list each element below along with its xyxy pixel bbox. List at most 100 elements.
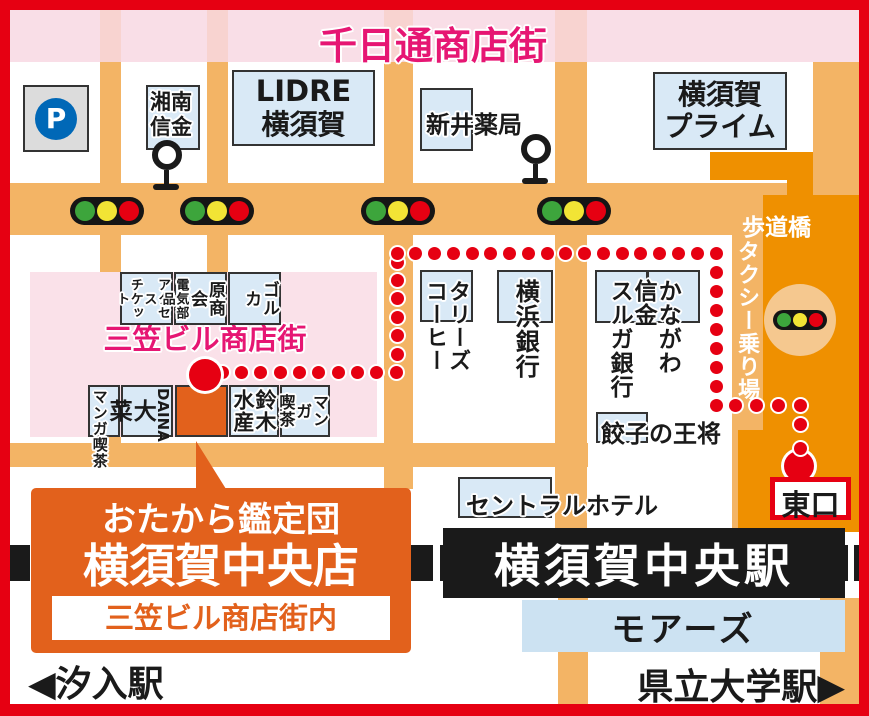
route-dot	[709, 398, 723, 412]
route-dot	[709, 341, 723, 355]
station-name: 横須賀中央駅	[494, 539, 794, 593]
road-vertical-4	[555, 10, 587, 532]
kanagawa-shinkin-box	[647, 270, 700, 323]
prime-line1: 横須賀	[677, 77, 762, 111]
callout-line2: 横須賀中央店	[83, 539, 359, 593]
shonan-shinkin-box	[146, 85, 200, 150]
central-hotel-label: セントラルホテル	[466, 492, 658, 520]
route-dot	[559, 246, 573, 260]
route-dot	[484, 246, 498, 260]
traffic-light-icon	[537, 197, 611, 225]
route-dot	[521, 246, 535, 260]
signpost-icon	[521, 134, 551, 184]
railway-gap	[433, 545, 440, 581]
route-dot	[793, 441, 807, 455]
kanagawa-shinkin-label: かながわ信金	[630, 279, 681, 375]
route-dot	[390, 310, 404, 324]
route-dot	[578, 246, 592, 260]
yokohama-bank-box	[497, 270, 553, 323]
central-hotel-box	[458, 477, 552, 518]
lidre-line1: LIDRE	[255, 74, 352, 109]
route-dot	[370, 365, 384, 379]
lidre-line2: 横須賀	[261, 107, 346, 141]
route-dot	[465, 246, 479, 260]
route-dot	[273, 365, 287, 379]
prime-box: 横須賀 プライム	[653, 72, 787, 150]
route-dot	[389, 365, 403, 379]
arai-label: 新井薬局	[426, 111, 522, 139]
left-station-label: ◀汐入駅	[28, 664, 164, 705]
route-dot	[709, 284, 723, 298]
route-dot	[390, 292, 404, 306]
taxi-stand-label: タクシー乗り場	[734, 240, 760, 401]
store-callout: おたから鑑定団 横須賀中央店 三笠ビル商店街内	[31, 488, 411, 653]
footbridge-bar	[710, 152, 790, 180]
road-right-edge	[813, 62, 859, 195]
store-location-box	[175, 385, 228, 437]
street-band	[10, 10, 859, 62]
footbridge-strip	[787, 152, 813, 195]
store-marker-dot	[189, 359, 221, 391]
prime-line2: プライム	[664, 110, 776, 143]
shop-access-ticket: アクセスチケット	[114, 272, 173, 325]
route-dot	[671, 246, 685, 260]
route-dot	[254, 365, 268, 379]
route-dot	[446, 246, 460, 260]
shop-manga-cafe-right: マンガ喫茶	[276, 385, 330, 437]
route-dot	[771, 398, 785, 412]
route-dot	[709, 322, 723, 336]
shop-manga-cafe-left: マンガ喫茶	[90, 389, 109, 469]
road-mid-horizontal	[10, 443, 588, 467]
route-dot	[634, 246, 648, 260]
traffic-light-icon	[70, 197, 144, 225]
route-dot	[709, 379, 723, 393]
lidre-box: LIDRE 横須賀	[232, 70, 375, 146]
route-dot	[390, 273, 404, 287]
route-dot	[234, 365, 248, 379]
route-dot	[390, 246, 404, 260]
callout-pointer	[196, 441, 226, 489]
route-dot	[596, 246, 610, 260]
suruga-bank-label: スルガ銀行	[606, 279, 633, 399]
route-dot	[793, 398, 807, 412]
east-exit-box: 東口	[770, 477, 851, 522]
callout-line3: 三笠ビル商店街内	[52, 595, 390, 640]
route-dot	[690, 246, 704, 260]
arai-box	[420, 88, 473, 151]
shop-manga-cafe-left-box	[88, 385, 120, 437]
route-dot	[653, 246, 667, 260]
route-dot	[292, 365, 306, 379]
traffic-light-icon	[361, 197, 435, 225]
traffic-light-icon	[773, 310, 827, 330]
route-dot	[750, 398, 764, 412]
traffic-light-icon	[180, 197, 254, 225]
tullys-label: タリーズコーヒー	[422, 280, 471, 372]
route-dot	[709, 303, 723, 317]
tullys-box	[420, 270, 473, 322]
moers-box: モアーズ	[522, 600, 845, 652]
route-dot	[390, 347, 404, 361]
right-station-label: 県立大学駅▶	[637, 667, 845, 708]
gyoza-box	[596, 412, 648, 443]
shonan-shinkin-label: 湘南信金	[150, 90, 192, 140]
signpost-icon	[152, 140, 182, 190]
mikasa-area-label: 三笠ビル商店街	[103, 322, 307, 356]
route-dot	[503, 246, 517, 260]
station-plaza-left	[738, 430, 763, 532]
route-dot	[793, 417, 807, 431]
route-dot	[390, 329, 404, 343]
route-dot	[728, 398, 742, 412]
callout-line1: おたから鑑定団	[102, 500, 340, 540]
yokohama-bank-label: 横浜銀行	[511, 279, 540, 379]
station-box: 横須賀中央駅	[443, 528, 845, 598]
shop-hara-shokai: 原商会電気部品	[160, 272, 227, 325]
shop-daina: DAINA 大菜	[105, 385, 173, 442]
route-end-dot	[784, 451, 814, 481]
route-dot	[331, 365, 345, 379]
east-exit-label: 東口	[781, 488, 840, 522]
street-band-label: 千日通商店街	[318, 24, 547, 68]
station-plaza	[763, 195, 859, 532]
route-dot	[709, 246, 723, 260]
parking-icon: P	[35, 97, 77, 140]
route-dot	[709, 360, 723, 374]
